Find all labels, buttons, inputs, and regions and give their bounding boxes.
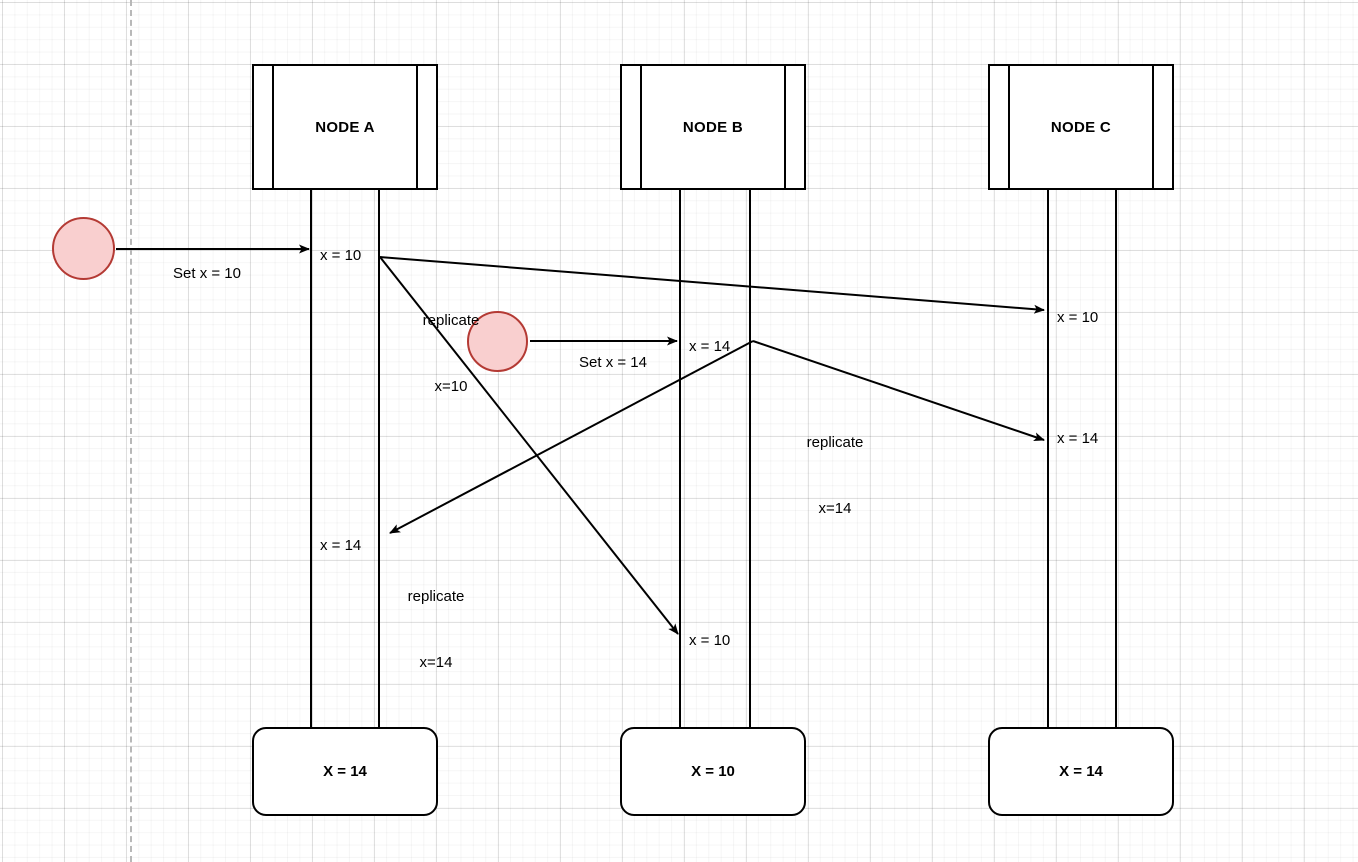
message-label-line1: replicate [806,434,864,451]
final-state-box-a[interactable]: X = 14 [252,727,438,816]
node-bar-right-icon [416,66,418,188]
node-title-b: NODE B [682,118,744,136]
client-actor-2[interactable] [467,311,528,372]
message-label-replicate-x14-left: replicate x=14 [408,542,465,718]
node-bar-left-icon [1008,66,1010,188]
node-title-c: NODE C [1050,118,1112,136]
node-bar-left-icon [640,66,642,188]
message-label-replicate-x14-right: replicate x=14 [807,388,864,564]
final-state-label-b: X = 10 [691,763,735,780]
state-label-b-x14: x = 14 [689,338,731,355]
message-label-line1: replicate [422,312,480,329]
final-state-label-c: X = 14 [1059,763,1103,780]
node-header-c[interactable]: NODE C [988,64,1174,190]
state-label-b-x10: x = 10 [689,632,731,649]
message-label-set-x-14: Set x = 14 [579,354,647,371]
client-actor-1[interactable] [52,217,115,280]
state-label-c-x14: x = 14 [1057,430,1099,447]
node-header-a[interactable]: NODE A [252,64,438,190]
message-label-line1: replicate [407,588,465,605]
node-title-a: NODE A [315,118,375,136]
state-label-a-x10: x = 10 [320,247,362,264]
state-label-c-x10: x = 10 [1057,309,1099,326]
lifeline-c [1047,190,1117,728]
message-label-replicate-x10: replicate x=10 [423,266,480,442]
final-state-box-b[interactable]: X = 10 [620,727,806,816]
message-label-set-x-10: Set x = 10 [173,265,241,282]
final-state-label-a: X = 14 [323,763,367,780]
state-label-a-x14: x = 14 [320,537,362,554]
node-bar-right-icon [784,66,786,188]
arrow-replicate-x14-to-c [752,340,1045,442]
node-bar-right-icon [1152,66,1154,188]
lifeline-a [310,190,380,728]
message-label-line2: x=14 [818,500,852,517]
node-header-b[interactable]: NODE B [620,64,806,190]
message-label-line2: x=14 [419,654,453,671]
message-label-line2: x=10 [434,378,468,395]
final-state-box-c[interactable]: X = 14 [988,727,1174,816]
node-bar-left-icon [272,66,274,188]
page-break-guide [130,0,132,862]
